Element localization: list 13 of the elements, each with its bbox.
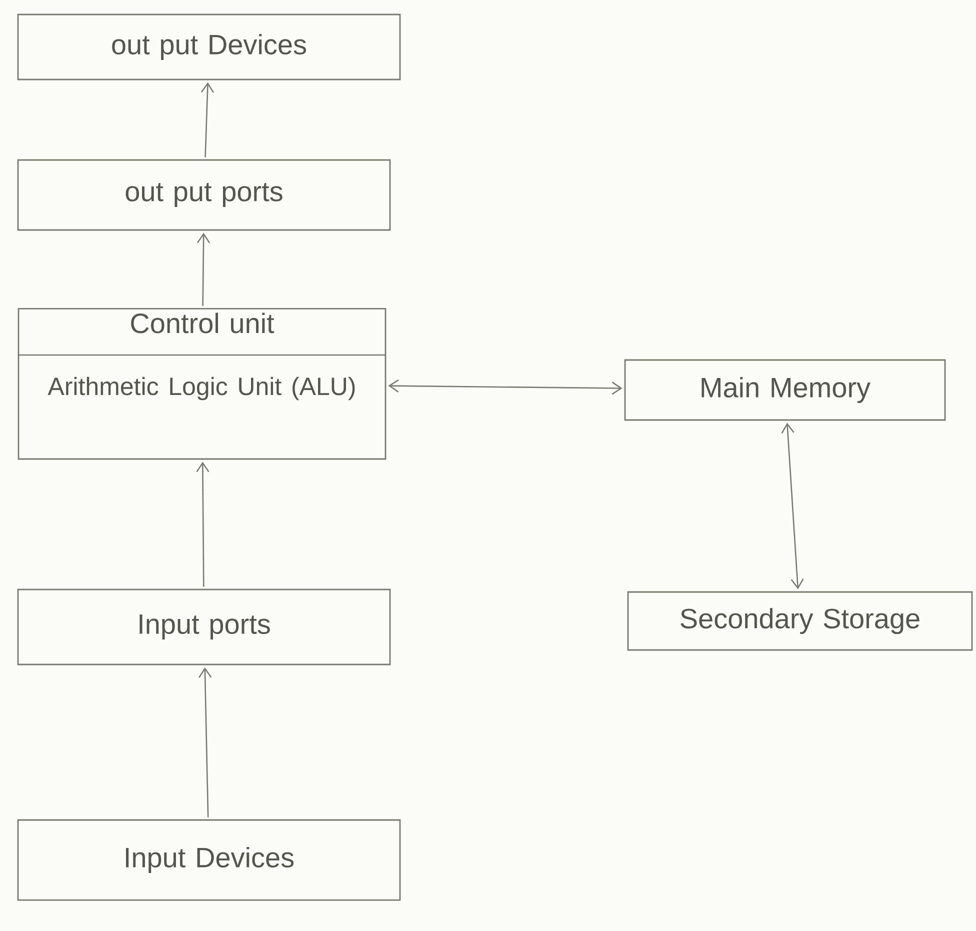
processor-box: Control unit Arithmetic Logic Unit (ALU) xyxy=(18,308,386,460)
arrow xyxy=(196,232,210,306)
process-box: Input Devices xyxy=(17,819,401,901)
process-box: Main Memory xyxy=(624,359,946,421)
process-box: out put ports xyxy=(17,159,391,231)
arrow xyxy=(196,462,210,587)
process-box: Secondary Storage xyxy=(627,591,973,651)
arrow xyxy=(388,379,622,395)
arrow xyxy=(198,667,212,818)
process-box: out put Devices xyxy=(17,14,401,80)
arrow xyxy=(781,422,804,590)
arrow xyxy=(200,82,214,158)
process-box: Input ports xyxy=(17,588,391,666)
